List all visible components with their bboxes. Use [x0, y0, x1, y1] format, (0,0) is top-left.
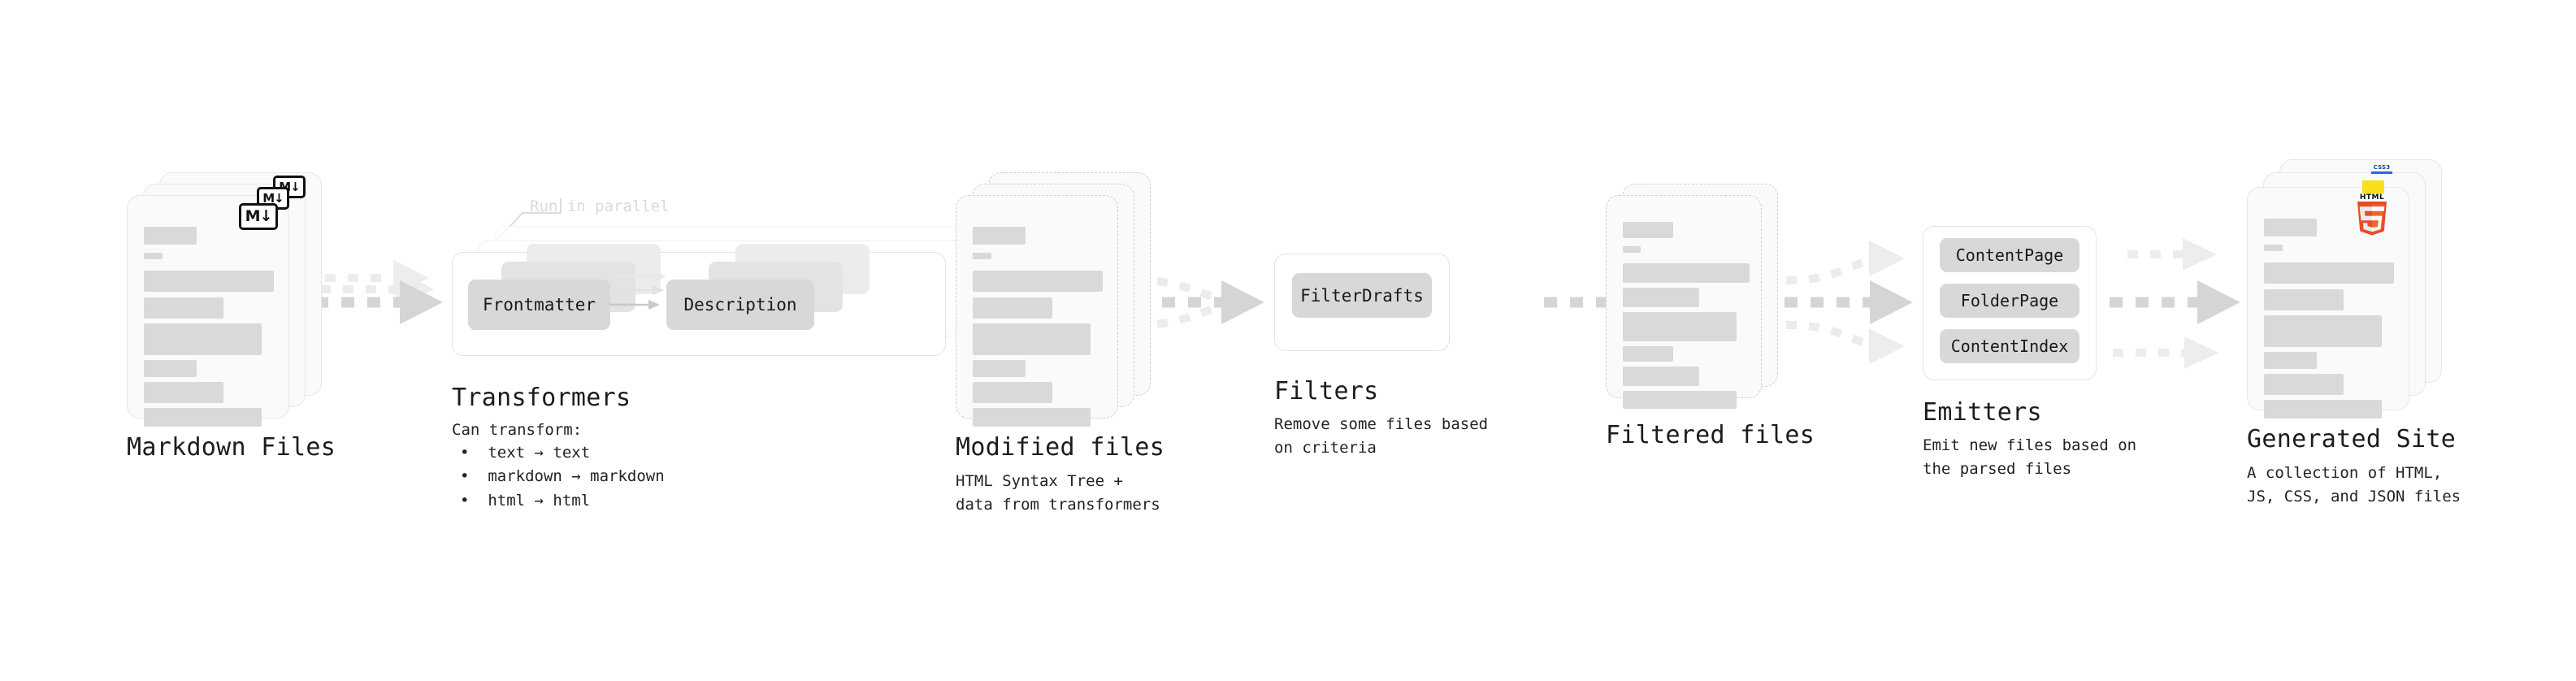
html5-icon-label: HTML: [2359, 193, 2385, 202]
stage-title-markdown-files: Markdown Files: [127, 433, 336, 462]
emitters-chip-folderpage-label: FolderPage: [1960, 291, 2059, 310]
filters-chip-filterdrafts-label: FilterDrafts: [1300, 285, 1424, 306]
arrow-emitters-to-site: [2110, 238, 2240, 369]
filtered-card-front: [1606, 195, 1762, 409]
emitters-chip-contentindex[interactable]: ContentIndex: [1940, 329, 2079, 363]
stage-title-filters: Filters: [1274, 377, 1379, 406]
transformers-bullet-item: • text → text: [460, 441, 665, 465]
transformers-bullet-text: html → html: [488, 491, 591, 510]
stage-title-generated-site: Generated Site: [2247, 425, 2457, 453]
transformers-bullet-text: markdown → markdown: [488, 467, 665, 486]
arrow-filtered-to-emitters: [1785, 241, 1913, 364]
arrow-modified-to-filters: [1134, 276, 1264, 329]
transformers-bullet-item: • html → html: [460, 489, 665, 513]
emitters-chip-contentpage[interactable]: ContentPage: [1940, 238, 2079, 272]
transformers-bullet-text: text → text: [488, 444, 591, 462]
stage-title-emitters: Emitters: [1923, 398, 2042, 427]
html5-icon: HTML: [2355, 193, 2389, 236]
modified-card-front: [956, 195, 1118, 427]
filters-chip-filterdrafts[interactable]: FilterDrafts: [1292, 273, 1432, 318]
stage-desc-emitters: Emit new files based on the parsed files: [1923, 436, 2137, 478]
javascript-icon: [2362, 180, 2384, 193]
stage-desc-generated-site: A collection of HTML, JS, CSS, and JSON …: [2247, 464, 2461, 505]
transformer-chip-description-label: Description: [683, 295, 797, 314]
site-card-front: [2247, 187, 2409, 419]
stage-desc-modified-files: HTML Syntax Tree + data from transformer…: [956, 472, 1160, 514]
transformer-chip-frontmatter-label: Frontmatter: [482, 295, 596, 314]
emitters-chip-folderpage[interactable]: FolderPage: [1940, 284, 2079, 318]
transformers-bullet-item: • markdown → markdown: [460, 465, 665, 488]
css3-icon: CSS3: [2371, 165, 2392, 174]
css3-icon-label: CSS3: [2373, 164, 2391, 171]
markdown-icon-front: M↓: [239, 203, 278, 230]
transformer-inner-arrows: [609, 271, 666, 310]
run-in-parallel-callout: Run in parallel: [530, 197, 670, 215]
stage-desc-filters: Remove some files based on criteria: [1274, 415, 1489, 457]
emitters-chip-contentindex-label: ContentIndex: [1950, 336, 2069, 356]
transformer-chip-description[interactable]: Description: [666, 280, 814, 330]
transformers-bullet-list: • text → text • markdown → markdown • ht…: [460, 441, 665, 513]
markdown-card-front: [127, 195, 289, 427]
transformer-chip-frontmatter[interactable]: Frontmatter: [468, 280, 610, 330]
bullet-dot: •: [460, 444, 479, 462]
arrow-markdown-to-transformers: [315, 260, 443, 324]
css3-icon-bar: [2371, 171, 2392, 174]
stage-desc-transformers: Can transform:: [452, 421, 583, 439]
stage-title-filtered-files: Filtered files: [1606, 421, 1815, 449]
emitters-chip-contentpage-label: ContentPage: [1955, 245, 2064, 265]
stage-title-modified-files: Modified files: [956, 433, 1165, 462]
stage-title-transformers: Transformers: [452, 384, 631, 412]
bullet-dot: •: [460, 491, 479, 510]
bullet-dot: •: [460, 467, 479, 486]
